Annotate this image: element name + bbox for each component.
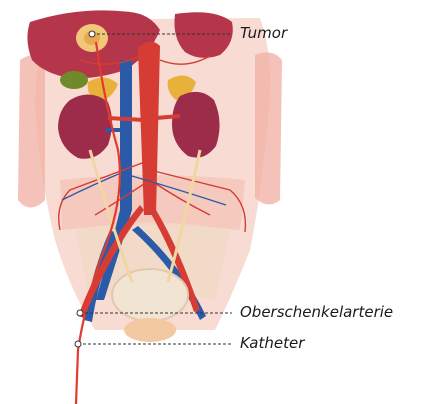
prostate [124,318,176,342]
renal-artery-right [156,116,180,118]
label-femoral-artery: Oberschenkelarterie [240,305,393,320]
gallbladder [60,71,88,89]
renal-artery-left [108,118,144,120]
label-catheter: Katheter [240,336,304,351]
label-tumor: Tumor [240,26,287,41]
